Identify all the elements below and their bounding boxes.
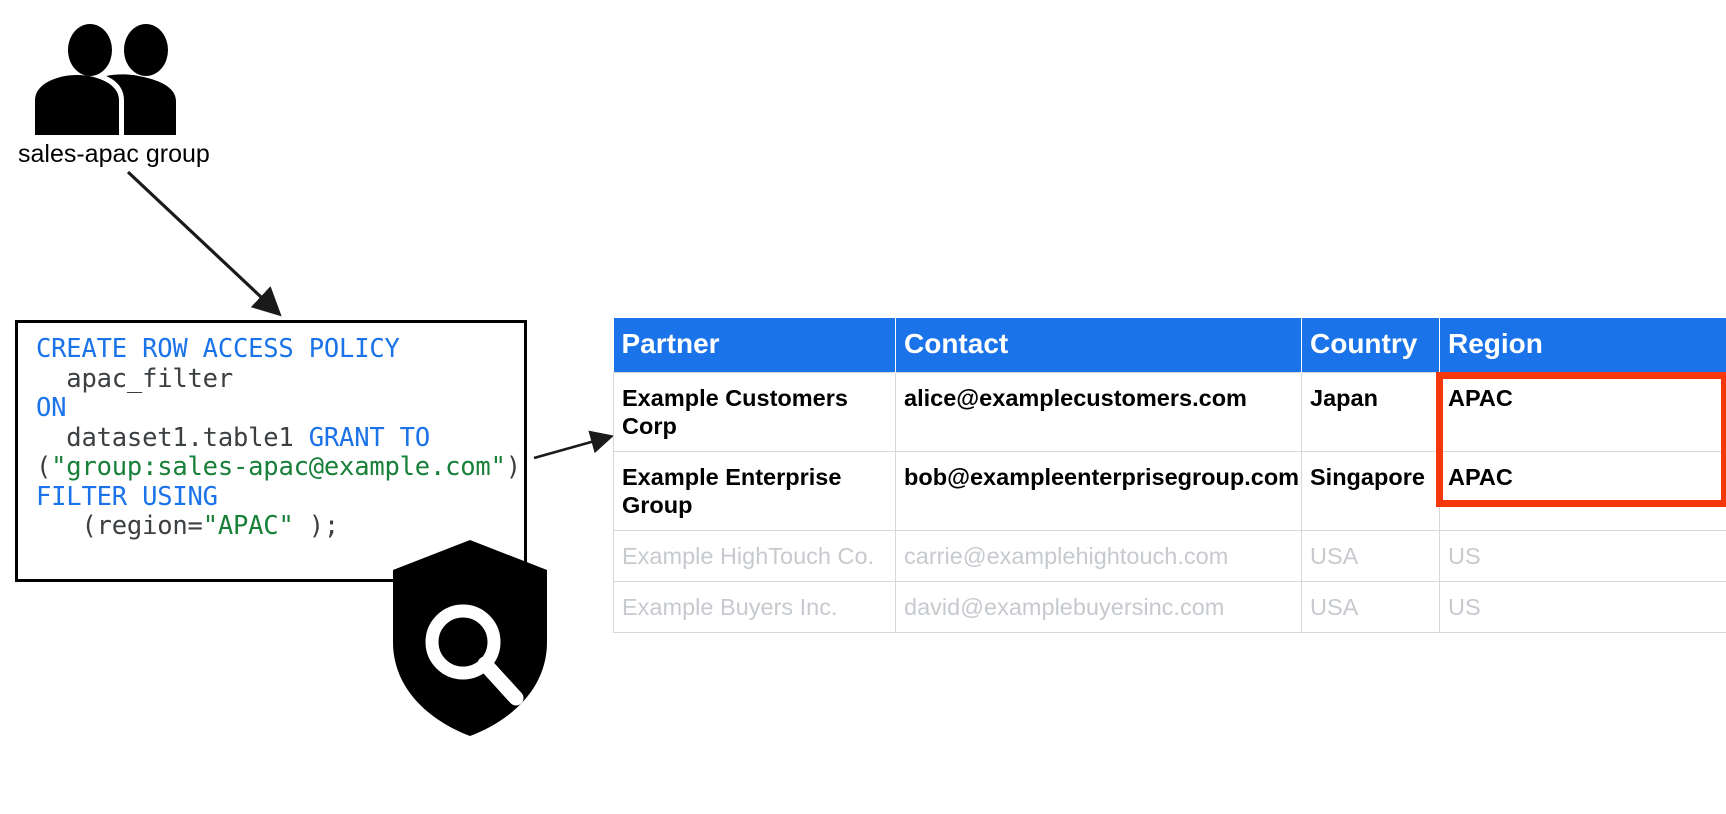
- shield-search-icon: [390, 538, 550, 738]
- people-group-icon: [20, 22, 200, 137]
- column-header-region[interactable]: Region: [1439, 318, 1726, 373]
- group-label: sales-apac group: [18, 140, 210, 168]
- cell-contact: alice@examplecustomers.com: [895, 372, 1302, 452]
- sql-code-text: CREATE ROW ACCESS POLICY apac_filter ON …: [36, 334, 521, 541]
- column-header-partner[interactable]: Partner: [613, 318, 896, 373]
- cell-country: Japan: [1301, 372, 1440, 452]
- sql-policy-code-box: CREATE ROW ACCESS POLICY apac_filter ON …: [15, 320, 527, 582]
- table-row[interactable]: Example Buyers Inc. david@examplebuyersi…: [613, 581, 1726, 633]
- cell-region: APAC: [1439, 451, 1726, 531]
- cell-country: USA: [1301, 530, 1440, 582]
- table-header-row: Partner Contact Country Region: [613, 318, 1726, 373]
- column-header-contact[interactable]: Contact: [895, 318, 1302, 373]
- cell-region: US: [1439, 581, 1726, 633]
- cell-country: Singapore: [1301, 451, 1440, 531]
- cell-region: APAC: [1439, 372, 1726, 452]
- cell-contact: carrie@examplehightouch.com: [895, 530, 1302, 582]
- cell-partner: Example Customers Corp: [613, 372, 896, 452]
- cell-country: USA: [1301, 581, 1440, 633]
- partner-table: Partner Contact Country Region Example C…: [613, 318, 1726, 633]
- cell-partner: Example Enterprise Group: [613, 451, 896, 531]
- cell-region: US: [1439, 530, 1726, 582]
- table-row[interactable]: Example Customers Corp alice@examplecust…: [613, 372, 1726, 452]
- column-header-country[interactable]: Country: [1301, 318, 1440, 373]
- table-row[interactable]: Example Enterprise Group bob@exampleente…: [613, 451, 1726, 531]
- cell-contact: bob@exampleenterprisegroup.com: [895, 451, 1302, 531]
- partner-table-container: Partner Contact Country Region Example C…: [613, 318, 1726, 633]
- cell-contact: david@examplebuyersinc.com: [895, 581, 1302, 633]
- cell-partner: Example Buyers Inc.: [613, 581, 896, 633]
- cell-partner: Example HighTouch Co.: [613, 530, 896, 582]
- table-row[interactable]: Example HighTouch Co. carrie@examplehigh…: [613, 530, 1726, 582]
